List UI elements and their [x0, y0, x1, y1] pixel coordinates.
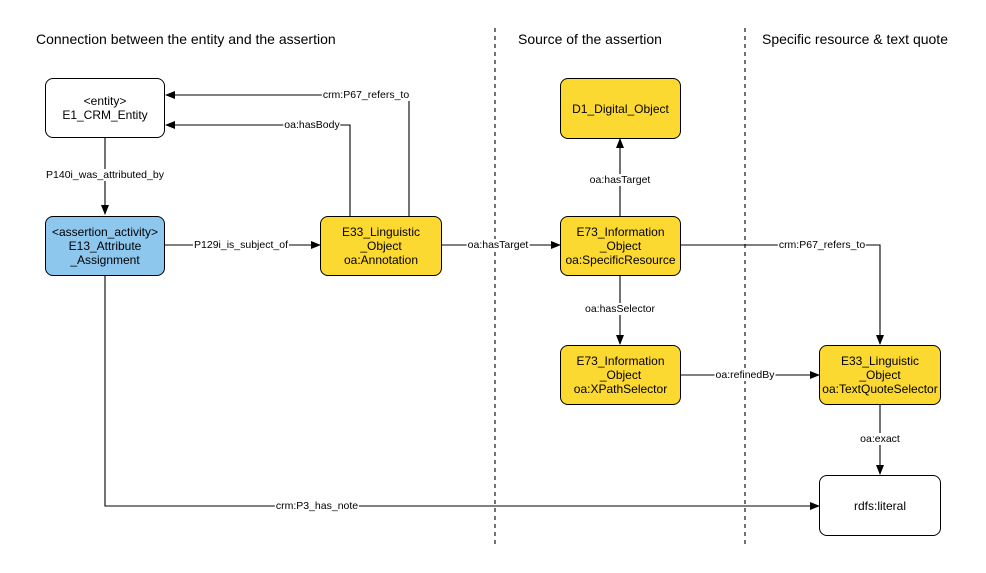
node-specific-resource-line-2: _Object	[599, 239, 642, 253]
edge-label-has-target-annotation: oa:hasTarget	[466, 239, 530, 251]
edge-p3-has-note	[104, 276, 820, 510]
node-annotation-line-2: _Object	[360, 239, 402, 253]
node-text-quote-selector[interactable]: E33_Linguistic _Object oa:TextQuoteSelec…	[819, 345, 941, 405]
node-entity[interactable]: <entity> E1_CRM_Entity	[45, 78, 165, 138]
edge-label-p129i: P129i_is_subject_of	[193, 239, 289, 251]
edge-label-p3-has-note: crm:P3_has_note	[274, 500, 360, 512]
node-assertion-line-3: _Assignment	[70, 253, 140, 267]
section-title-source: Source of the assertion	[518, 31, 662, 47]
edge-label-refined-by: oa:refinedBy	[714, 369, 776, 381]
node-xpath-selector-line-3: oa:XPathSelector	[573, 382, 668, 396]
node-annotation-line-3: oa:Annotation	[343, 253, 419, 267]
edge-has-body	[165, 121, 351, 216]
edge-label-has-target-digital: oa:hasTarget	[588, 174, 652, 186]
edge-label-exact: oa:exact	[859, 433, 901, 445]
edge-label-p67-specific-quote: crm:P67_refers_to	[777, 239, 867, 251]
node-annotation-line-1: E33_Linguistic	[341, 225, 421, 239]
edge-label-p140i: P140i_was_attributed_by	[45, 169, 165, 181]
node-text-quote-selector-line-2: _Object	[859, 368, 901, 382]
edge-label-p67-annotation-entity: crm:P67_refers_to	[321, 89, 411, 101]
node-annotation[interactable]: E33_Linguistic _Object oa:Annotation	[320, 216, 442, 276]
node-literal-line-1: rdfs:literal	[853, 498, 906, 513]
node-specific-resource[interactable]: E73_Information _Object oa:SpecificResou…	[560, 216, 681, 276]
node-xpath-selector-line-2: _Object	[599, 368, 642, 382]
node-specific-resource-line-1: E73_Information	[576, 225, 665, 239]
node-assertion-line-1: <assertion_activity>	[51, 225, 159, 239]
node-xpath-selector-line-1: E73_Information	[576, 354, 665, 368]
node-literal[interactable]: rdfs:literal	[819, 475, 941, 536]
edge-p67-annotation-entity	[165, 91, 410, 216]
section-title-connection: Connection between the entity and the as…	[36, 31, 336, 47]
node-text-quote-selector-line-3: oa:TextQuoteSelector	[822, 382, 938, 396]
node-assertion-line-2: E13_Attribute	[68, 239, 142, 253]
node-specific-resource-line-3: oa:SpecificResource	[565, 253, 676, 267]
edge-p67-specific-quote	[681, 244, 884, 345]
node-digital-object-line-1: D1_Digital_Object	[572, 101, 669, 116]
node-entity-line-2: E1_CRM_Entity	[62, 108, 148, 122]
edge-label-has-body: oa:hasBody	[283, 119, 341, 131]
node-digital-object[interactable]: D1_Digital_Object	[560, 78, 681, 139]
node-text-quote-selector-line-1: E33_Linguistic	[840, 354, 920, 368]
section-title-specific: Specific resource & text quote	[762, 31, 948, 47]
node-entity-line-1: <entity>	[83, 94, 127, 108]
node-assertion-activity[interactable]: <assertion_activity> E13_Attribute _Assi…	[45, 216, 165, 276]
node-xpath-selector[interactable]: E73_Information _Object oa:XPathSelector	[560, 345, 681, 405]
edge-label-has-selector: oa:hasSelector	[583, 303, 657, 315]
